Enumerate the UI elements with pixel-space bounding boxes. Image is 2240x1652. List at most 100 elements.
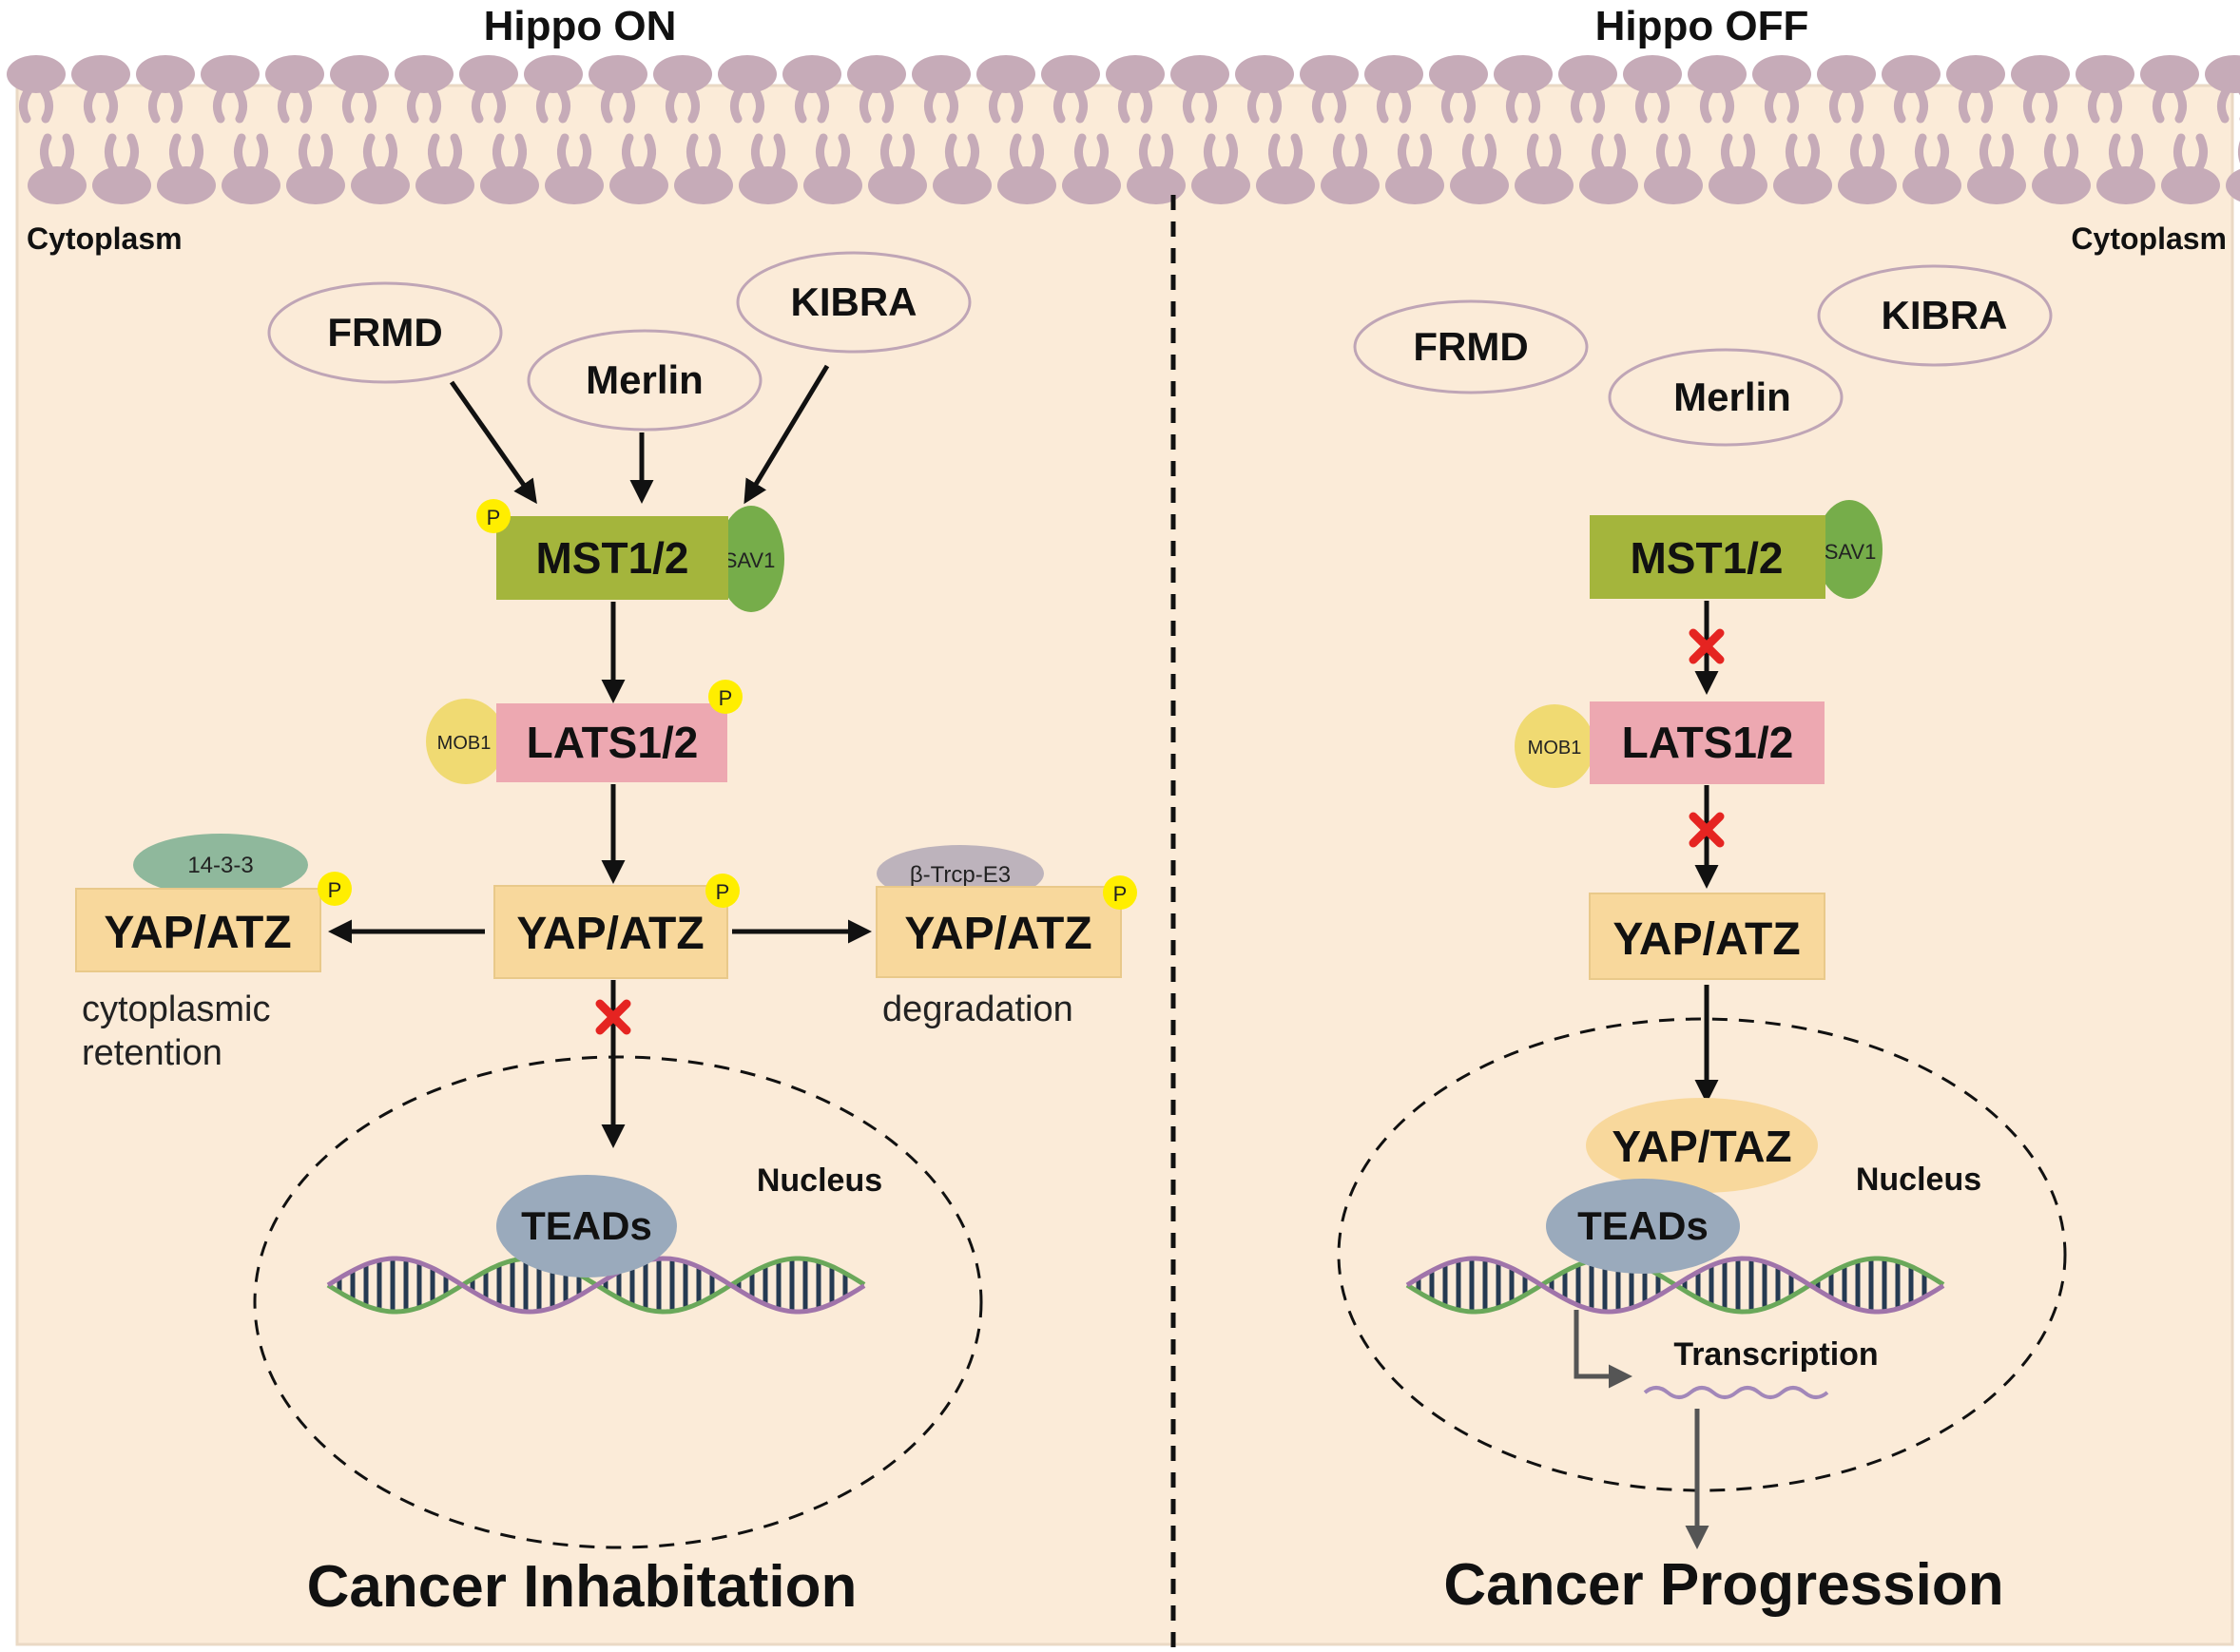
frmd-label-right: FRMD (1413, 324, 1528, 369)
lipid-head (589, 55, 647, 93)
lipid-tail (1074, 133, 1109, 174)
arrow-frmd-to-mst (449, 380, 537, 505)
lipid-head (1191, 166, 1250, 204)
lipid-head (1515, 166, 1574, 204)
yap-center-phospho-badge (705, 874, 740, 908)
lipid-tail (557, 133, 591, 174)
lipid-head (1882, 55, 1941, 93)
lipid-tail (795, 86, 829, 124)
lipid-tail (105, 133, 139, 174)
lipid-tail (1721, 133, 1755, 174)
lipid-head (136, 55, 195, 93)
lipid-head (912, 55, 971, 93)
lipid-head (1709, 166, 1767, 204)
yaptaz-label: YAP/TAZ (1612, 1122, 1791, 1171)
lipid-tail (40, 133, 74, 174)
mst-box (496, 516, 728, 600)
lipid-tail (1915, 133, 1949, 174)
cytoplasmic-label: cytoplasmic (82, 989, 271, 1029)
sav1-blob-right (1816, 500, 1883, 599)
lipid-tail (686, 133, 721, 174)
lipid-tail (751, 133, 785, 174)
lipid-head (609, 166, 668, 204)
kibra-oval (736, 251, 972, 354)
cytoplasm-background (17, 86, 2232, 1644)
lipid-head (1106, 55, 1165, 93)
lipid-head (1429, 55, 1488, 93)
yap-right-label: YAP/ATZ (904, 909, 1091, 959)
cytoplasm-label-left: Cytoplasm (27, 221, 183, 256)
yap-center-phospho-label: P (716, 880, 730, 904)
lipid-tail (1571, 86, 1605, 124)
lipid-head (2140, 55, 2199, 93)
inhibit-x-mst-lats (1689, 628, 1725, 664)
lipid-tail (816, 133, 850, 174)
lipid-tail (666, 86, 700, 124)
lats-label-right: LATS1/2 (1622, 718, 1794, 767)
lipid-tail (730, 86, 764, 124)
kibra-oval-right (1817, 264, 2053, 367)
lipid-tail (407, 86, 441, 124)
lipid-tail (278, 86, 312, 124)
lipid-head (1967, 166, 2026, 204)
lipid-head (1688, 55, 1747, 93)
lipid-head (2096, 166, 2155, 204)
lipid-head (395, 55, 454, 93)
teads-left-blob (496, 1175, 677, 1277)
lipid-head (868, 166, 927, 204)
nucleus-right-label: Nucleus (1856, 1162, 1981, 1198)
frmd-oval (267, 281, 503, 384)
protein-14-3-3-blob (133, 834, 308, 896)
lipid-head (1817, 55, 1876, 93)
arrow-kibra-to-mst (743, 364, 830, 505)
lipid-tail (1333, 133, 1367, 174)
mst-label-right: MST1/2 (1630, 533, 1783, 583)
lipid-tail (1377, 86, 1411, 124)
lipid-tail (234, 133, 268, 174)
lipid-tail (880, 133, 915, 174)
outcome-right: Cancer Progression (1443, 1552, 2003, 1618)
lipid-head (2226, 168, 2240, 202)
kibra-label-right: KIBRA (1882, 293, 2008, 337)
lipid-tail (299, 133, 333, 174)
lipid-tail (492, 133, 527, 174)
btrcp-e3-label: β-Trcp-E3 (910, 862, 1011, 888)
lipid-tail (601, 86, 635, 124)
lipid-head (286, 166, 345, 204)
lipid-tail (1527, 133, 1561, 174)
lipid-head (803, 166, 862, 204)
lipid-head (933, 166, 992, 204)
lipid-tail (1506, 86, 1540, 124)
lipid-head (524, 55, 583, 93)
yap-left-phospho-badge (318, 872, 352, 906)
teads-left-label: TEADs (521, 1203, 652, 1248)
frmd-oval-right (1353, 299, 1589, 394)
lipid-tail (924, 86, 958, 124)
teads-right-label: TEADs (1577, 1203, 1709, 1248)
lipid-tail (169, 133, 203, 174)
lipid-tail (84, 86, 118, 124)
lipid-head (1385, 166, 1444, 204)
lipid-tail (1247, 86, 1282, 124)
lipid-tail (1204, 133, 1238, 174)
transcription-label: Transcription (1673, 1336, 1878, 1373)
mob1-label-right: MOB1 (1528, 738, 1582, 759)
lipid-head (1235, 55, 1294, 93)
sav1-label: SAV1 (724, 548, 776, 572)
lipid-head (415, 166, 474, 204)
lipid-tail (2023, 86, 2057, 124)
sav1-label-right: SAV1 (1825, 540, 1877, 564)
lipid-head (222, 166, 280, 204)
protein-14-3-3-label: 14-3-3 (187, 853, 253, 878)
mst-phospho-badge (476, 499, 511, 533)
outcome-left: Cancer Inhabitation (307, 1554, 858, 1620)
merlin-label-right: Merlin (1673, 375, 1791, 419)
retention-label: retention (82, 1033, 222, 1073)
mrna-wave (1643, 1386, 1829, 1399)
lipid-tail (1829, 86, 1863, 124)
lipid-tail (1656, 133, 1690, 174)
yap-left-label: YAP/ATZ (104, 908, 291, 958)
lipid-tail (1441, 86, 1476, 124)
yaptaz-blob (1586, 1098, 1818, 1193)
lipid-tail (1894, 86, 1928, 124)
